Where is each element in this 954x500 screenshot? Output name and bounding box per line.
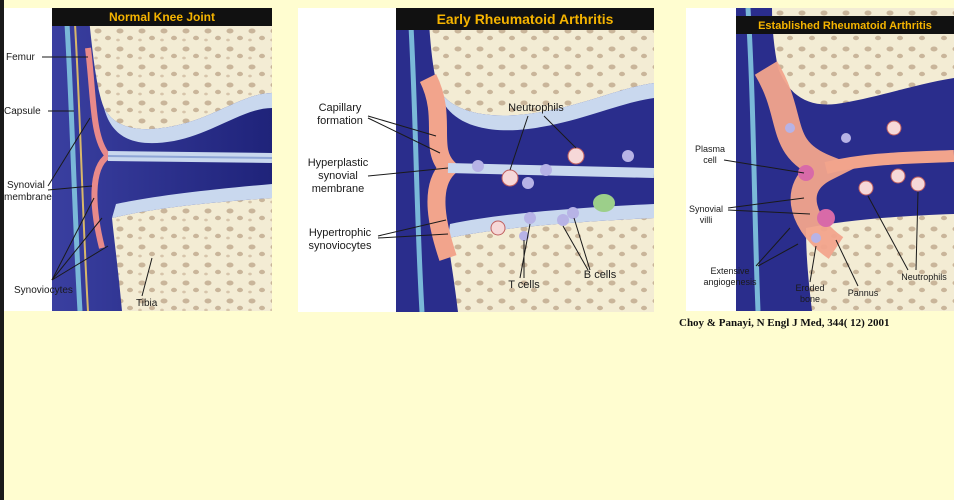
label-eroded-bone-line1: Eroded <box>795 283 824 293</box>
normal-knee-illustration: Normal Knee Joint Femur Capsule Synovial… <box>4 8 272 311</box>
panel-normal-knee: Normal Knee Joint Femur Capsule Synovial… <box>4 8 272 311</box>
label-synovial-villi-line1: Synovial <box>689 204 723 214</box>
label-pannus: Pannus <box>848 288 879 298</box>
label-capillary-formation-line2: formation <box>317 115 363 127</box>
label-neutrophils: Neutrophils <box>901 272 947 282</box>
label-plasma-cell-line2: cell <box>703 155 717 165</box>
label-tibia: Tibia <box>136 298 158 309</box>
label-synovial-membrane-line2: membrane <box>4 192 52 203</box>
panel-title: Normal Knee Joint <box>109 10 215 24</box>
label-capillary-formation-line1: Capillary <box>319 102 362 114</box>
panel-early-ra: Early Rheumatoid Arthritis Capillary for… <box>298 8 654 312</box>
citation-text: Choy & Panayi, N Engl J Med, 344( 12) 20… <box>679 317 949 329</box>
label-hypertrophic-line1: Hypertrophic <box>309 227 372 239</box>
panel-established-ra: Established Rheumatoid Arthritis Plasma … <box>686 8 954 311</box>
label-eroded-bone-line2: bone <box>800 294 820 304</box>
label-angiogenesis-line1: Extensive <box>710 266 749 276</box>
label-hypertrophic-line2: synoviocytes <box>309 240 372 252</box>
panel-title: Established Rheumatoid Arthritis <box>758 20 932 32</box>
label-t-cells: T cells <box>508 279 540 291</box>
label-hyperplastic-line3: membrane <box>312 183 365 195</box>
label-synoviocytes: Synoviocytes <box>14 285 73 296</box>
label-b-cells: B cells <box>584 269 617 281</box>
label-capsule: Capsule <box>4 106 41 117</box>
label-synovial-villi-line2: villi <box>700 215 713 225</box>
early-ra-illustration: Early Rheumatoid Arthritis Capillary for… <box>298 8 654 312</box>
label-plasma-cell-line1: Plasma <box>695 144 725 154</box>
label-hyperplastic-line2: synovial <box>318 170 358 182</box>
label-femur: Femur <box>6 52 36 63</box>
label-synovial-membrane-line1: Synovial <box>7 180 45 191</box>
established-ra-illustration: Established Rheumatoid Arthritis Plasma … <box>686 8 954 311</box>
panel-title: Early Rheumatoid Arthritis <box>437 11 614 27</box>
label-neutrophils: Neutrophils <box>508 102 564 114</box>
label-hyperplastic-line1: Hyperplastic <box>308 157 369 169</box>
label-angiogenesis-line2: angiogenesis <box>703 277 757 287</box>
